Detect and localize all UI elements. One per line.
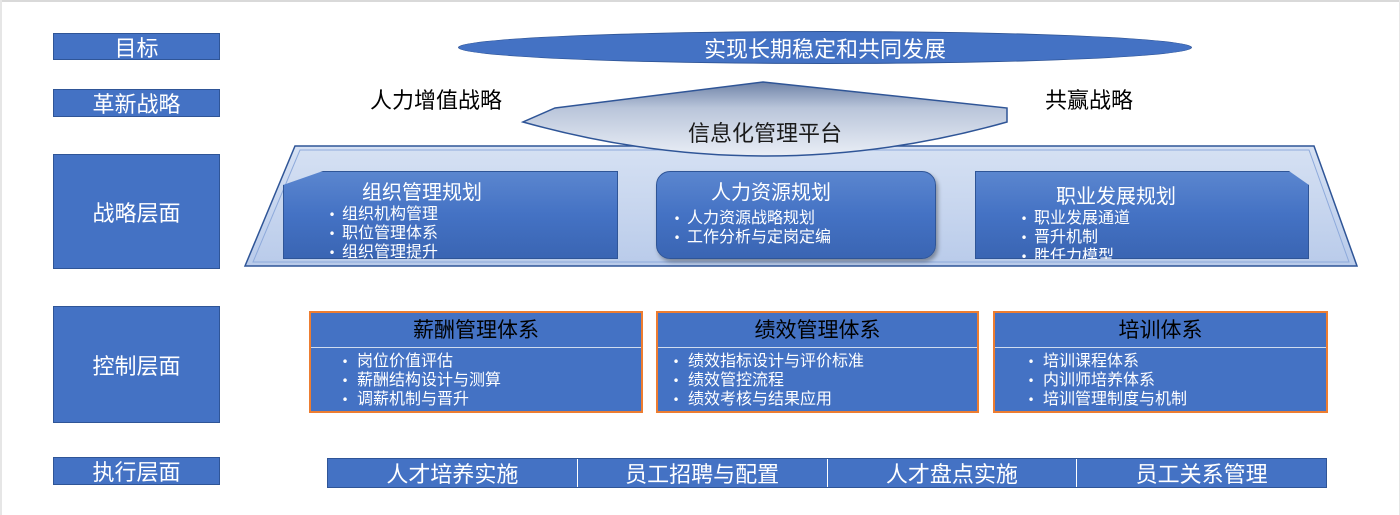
strategy-box-list: 职业发展通道 晋升机制 胜任力模型 xyxy=(1014,209,1308,266)
control-box-title: 绩效管理体系 xyxy=(658,313,977,348)
label-goal: 目标 xyxy=(53,33,220,62)
list-item: 培训课程体系 xyxy=(1019,352,1326,371)
strategy-box-career: 职业发展规划 职业发展通道 晋升机制 胜任力模型 xyxy=(975,171,1309,259)
list-item: 职位管理体系 xyxy=(322,224,617,243)
list-item: 绩效指标设计与评价标准 xyxy=(664,352,977,371)
execution-item: 人才培养实施 xyxy=(328,459,578,488)
execution-item: 员工关系管理 xyxy=(1077,459,1326,488)
list-item: 岗位价值评估 xyxy=(333,352,641,371)
list-item: 组织管理提升 xyxy=(322,243,617,260)
list-item: 绩效管控流程 xyxy=(664,371,977,390)
execution-bar: 人才培养实施 员工招聘与配置 人才盘点实施 员工关系管理 xyxy=(327,458,1327,488)
strategy-box-list: 人力资源战略规划 工作分析与定岗定编 xyxy=(667,209,935,247)
label-renewal-strategy: 革新战略 xyxy=(53,89,220,118)
list-item: 人力资源战略规划 xyxy=(667,209,935,228)
strategy-box-title: 人力资源规划 xyxy=(711,180,831,204)
goal-text: 实现长期稳定和共同发展 xyxy=(703,37,946,63)
list-item: 晋升机制 xyxy=(1014,228,1308,247)
list-item: 工作分析与定岗定编 xyxy=(667,228,935,247)
control-box-list: 岗位价值评估 薪酬结构设计与测算 调薪机制与晋升 xyxy=(333,352,641,409)
info-platform-text: 信息化管理平台 xyxy=(687,122,842,147)
label-control-level: 控制层面 xyxy=(53,306,220,423)
control-box-compensation: 薪酬管理体系 岗位价值评估 薪酬结构设计与测算 调薪机制与晋升 xyxy=(309,311,643,413)
info-platform-shape xyxy=(520,81,1008,157)
strategy-box-hr: 人力资源规划 人力资源战略规划 工作分析与定岗定编 xyxy=(656,171,936,259)
list-item: 职业发展通道 xyxy=(1014,209,1308,228)
control-box-training: 培训体系 培训课程体系 内训师培养体系 培训管理制度与机制 xyxy=(993,311,1328,413)
execution-item: 员工招聘与配置 xyxy=(577,459,828,488)
list-item: 培训管理制度与机制 xyxy=(1019,390,1326,409)
control-box-list: 培训课程体系 内训师培养体系 培训管理制度与机制 xyxy=(1019,352,1326,409)
label-strategy-level: 战略层面 xyxy=(53,154,220,269)
control-box-title: 培训体系 xyxy=(995,313,1326,348)
strategy-box-title: 职业发展规划 xyxy=(1056,184,1176,208)
strategy-box-title: 组织管理规划 xyxy=(362,180,482,204)
control-box-performance: 绩效管理体系 绩效指标设计与评价标准 绩效管控流程 绩效考核与结果应用 xyxy=(656,311,979,413)
list-item: 调薪机制与晋升 xyxy=(333,390,641,409)
execution-item: 人才盘点实施 xyxy=(827,459,1078,488)
list-item: 内训师培养体系 xyxy=(1019,371,1326,390)
left-border xyxy=(0,0,2,515)
control-box-title: 薪酬管理体系 xyxy=(311,313,641,348)
top-border xyxy=(0,0,1400,2)
goal-ellipse: 实现长期稳定和共同发展 xyxy=(458,31,1192,64)
strategy-left-text: 人力增值战略 xyxy=(370,89,503,114)
list-item: 薪酬结构设计与测算 xyxy=(333,371,641,390)
strategy-box-org: 组织管理规划 组织机构管理 职位管理体系 组织管理提升 xyxy=(283,171,618,259)
label-execution-level: 执行层面 xyxy=(53,457,220,486)
strategy-right-text: 共赢战略 xyxy=(1045,89,1134,114)
list-item: 组织机构管理 xyxy=(322,205,617,224)
strategy-box-list: 组织机构管理 职位管理体系 组织管理提升 xyxy=(322,205,617,260)
list-item: 绩效考核与结果应用 xyxy=(664,390,977,409)
control-box-list: 绩效指标设计与评价标准 绩效管控流程 绩效考核与结果应用 xyxy=(664,352,977,409)
